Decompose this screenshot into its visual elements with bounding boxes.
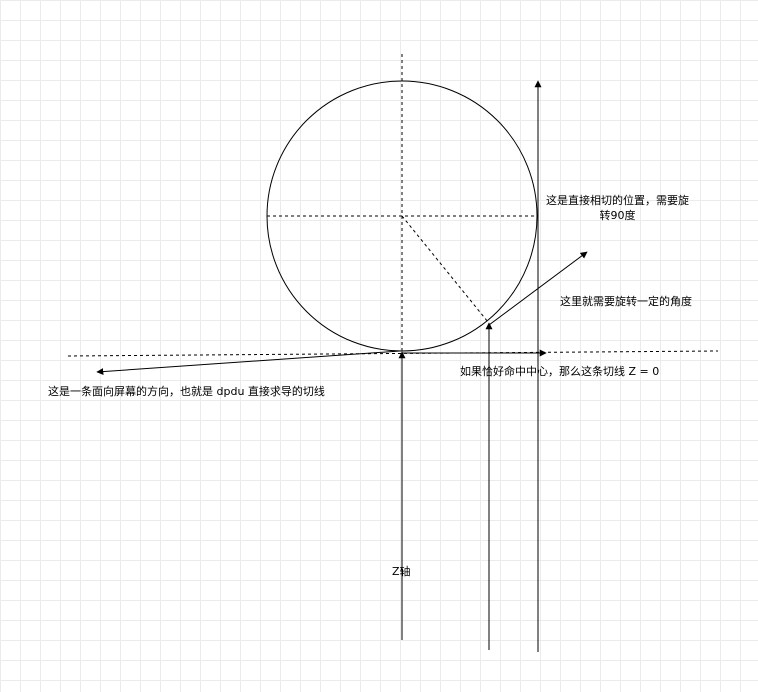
bottom-tangent-dashed-line	[67, 350, 719, 357]
dpdu-tangent-arrow	[96, 350, 401, 376]
center-hit-label: 如果恰好命中中心，那么这条切线 Z = 0	[460, 365, 660, 378]
rotate-angle-label: 这里就需要旋转一定的角度	[560, 295, 692, 308]
radius-dashed-line	[401, 215, 489, 323]
tangent-direct-label-line1: 这是直接相切的位置，需要旋	[546, 194, 689, 207]
tangent-direct-label-line2: 转90度	[599, 209, 636, 222]
screen-direction-label: 这是一条面向屏幕的方向，也就是 dpdu 直接求导的切线	[48, 385, 325, 398]
tangent-direct-label: 这是直接相切的位置，需要旋 转90度	[546, 193, 689, 223]
z-axis-label: Z轴	[392, 565, 411, 578]
